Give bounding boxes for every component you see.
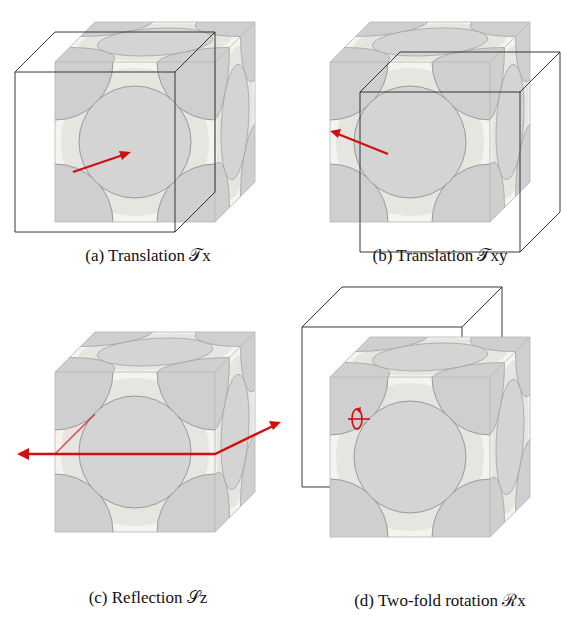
caption-label: (b) Translation 𝒯xy [373, 246, 508, 266]
caption-label: (a) Translation 𝒯x [85, 246, 210, 266]
caption-label: (d) Two-fold rotation ℛx [354, 588, 526, 611]
caption-label: (c) Reflection 𝒮z [89, 588, 208, 608]
